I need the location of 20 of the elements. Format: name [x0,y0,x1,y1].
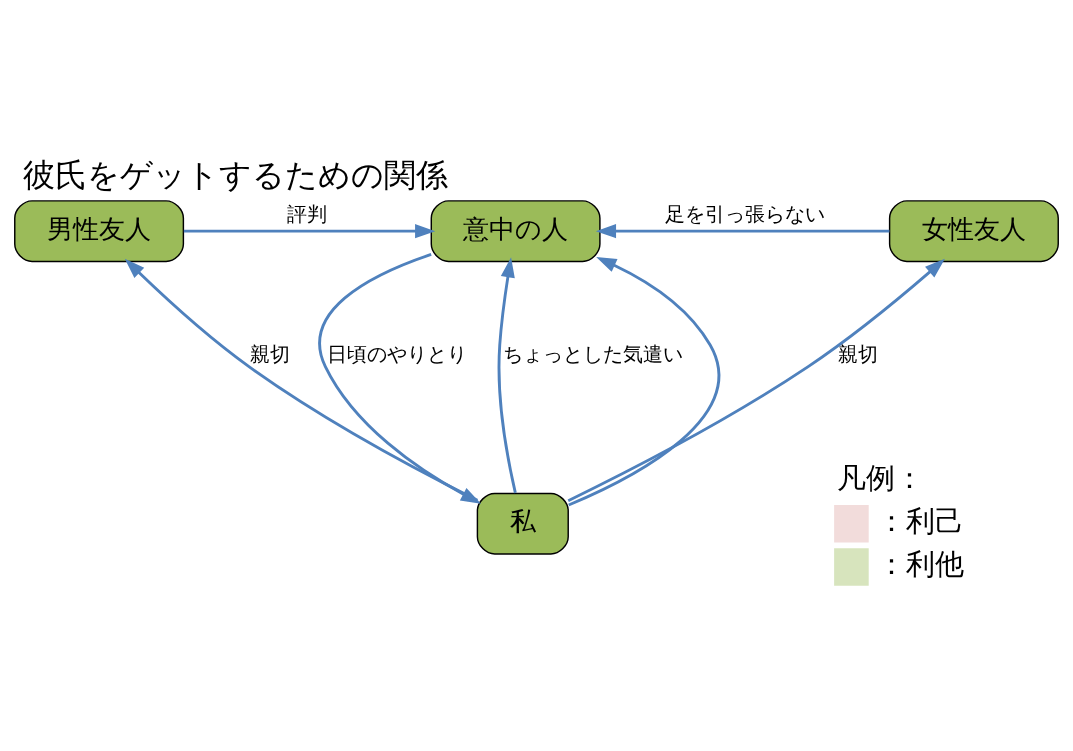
edge-label: 評判 [287,201,328,226]
arrow [595,223,890,238]
legend-label: ：利己 [877,503,965,538]
arrow [567,258,945,502]
arrow [124,258,479,502]
arrow [183,223,436,238]
edge-label: ちょっとした気遣い [502,341,683,366]
edge-label: 親切 [837,341,878,366]
edge-label: 親切 [249,341,290,366]
diagram-title: 彼氏をゲットするための関係 [22,156,448,193]
node-box: 私 [476,492,569,555]
legend-label: ：利他 [877,546,965,581]
label: 凡例： [837,460,924,495]
arrow [568,256,721,506]
node-box: 女性友人 [888,199,1059,262]
arrow [497,256,517,493]
edge-label: 足を引っ張らない [664,201,825,226]
node-box: 意中の人 [430,199,601,262]
edge-label: 日頃のやりとり [327,341,468,366]
node-box: 男性友人 [14,199,185,262]
